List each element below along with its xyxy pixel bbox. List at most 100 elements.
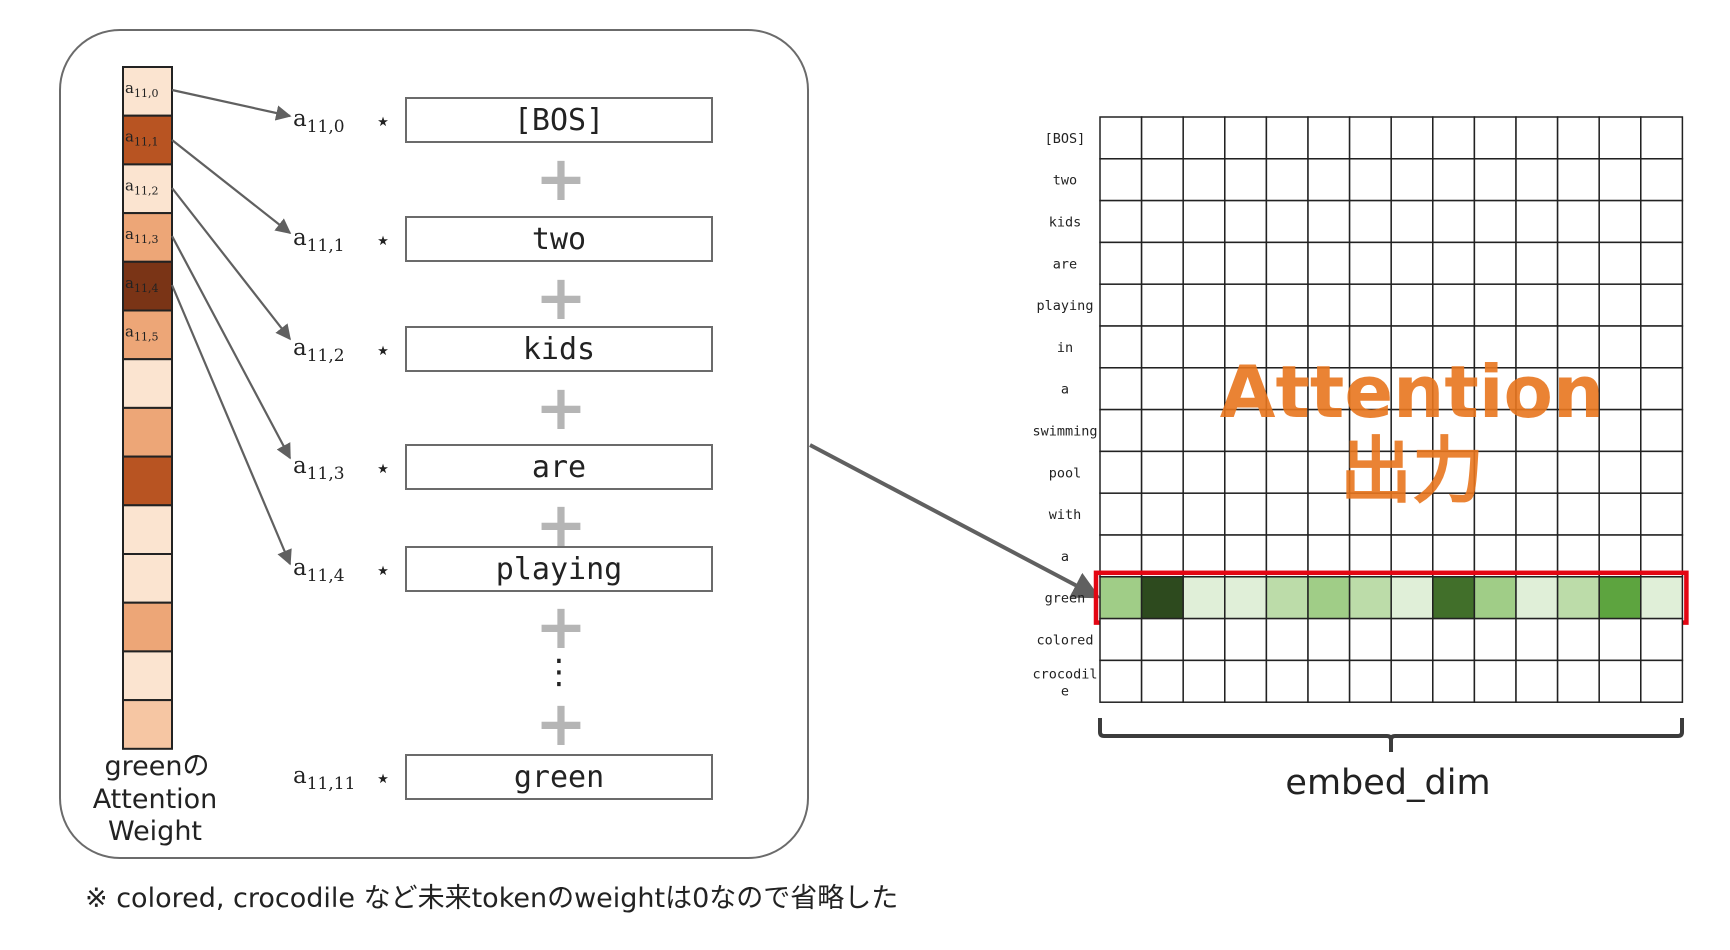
weight-cell: [122, 455, 173, 507]
output-row-cell-highlight: [1140, 576, 1184, 620]
grid-cell: [1265, 492, 1309, 536]
grid-cell: [1598, 492, 1642, 536]
grid-cell: [1265, 199, 1309, 244]
grid-cell: [1099, 617, 1143, 662]
weight-cell: [122, 163, 173, 215]
grid-cell: [1182, 241, 1226, 285]
grid-cell: [1390, 450, 1434, 494]
vertical-ellipsis: ⋮: [542, 652, 576, 692]
plus-operator: +: [535, 261, 587, 334]
grid-cell: [1140, 241, 1184, 285]
weight-cell: [122, 699, 173, 750]
weight-pointer-arrow: [170, 284, 292, 566]
grid-cell: [1556, 367, 1600, 411]
grid-cell: [1182, 534, 1226, 578]
grid-cell: [1348, 534, 1392, 578]
grid-cell: [1390, 408, 1434, 453]
token-box: [405, 216, 713, 262]
output-row-cell-highlight: [1348, 576, 1392, 620]
grid-cell: [1598, 158, 1642, 202]
row-token-label: in: [1057, 340, 1073, 356]
grid-cell: [1265, 283, 1309, 327]
grid-cell: [1432, 492, 1476, 536]
grid-cell: [1307, 408, 1351, 453]
grid-cell: [1556, 534, 1600, 578]
output-row-cell-highlight: [1099, 576, 1143, 620]
grid-cell: [1099, 408, 1143, 453]
row-token-label: are: [1053, 256, 1077, 272]
row-token-label: swimming: [1032, 424, 1097, 440]
weight-pointer-arrow: [171, 235, 291, 460]
weight-cell: [122, 601, 173, 653]
grid-cell: [1390, 158, 1434, 202]
output-row-cell-highlight: [1224, 576, 1268, 620]
grid-cell: [1515, 325, 1559, 369]
multiply-operator: ⋆: [375, 764, 391, 794]
grid-cell: [1432, 367, 1476, 411]
weight-cell: [122, 114, 173, 166]
grid-cell: [1640, 241, 1684, 285]
grid-cell: [1224, 659, 1268, 703]
weight-caption-line-3: Weight: [108, 816, 202, 847]
grid-cell: [1515, 534, 1559, 578]
row-token-label: a: [1061, 382, 1069, 398]
grid-cell: [1265, 534, 1309, 578]
row-token-label: two: [1053, 173, 1077, 189]
row-token-label: [BOS]: [1045, 131, 1086, 147]
plus-operator: +: [535, 590, 587, 663]
grid-cell: [1556, 283, 1600, 327]
grid-cell: [1640, 450, 1684, 494]
grid-cell: [1348, 158, 1392, 202]
overlay-title-line-1: Attention: [1220, 350, 1604, 434]
token-box: [405, 754, 713, 800]
grid-cell: [1182, 283, 1226, 327]
grid-cell: [1432, 199, 1476, 244]
row-token-label: with: [1049, 507, 1082, 523]
grid-cell: [1473, 116, 1517, 160]
grid-cell: [1265, 659, 1309, 703]
grid-cell: [1556, 241, 1600, 285]
grid-cell: [1099, 534, 1143, 578]
grid-cell: [1432, 659, 1476, 703]
token-box: [405, 546, 713, 592]
row-token-label: playing: [1037, 298, 1094, 314]
token-box: [405, 326, 713, 372]
grid-cell: [1515, 283, 1559, 327]
grid-cell: [1432, 283, 1476, 327]
grid-cell: [1348, 617, 1392, 662]
grid-cell: [1307, 283, 1351, 327]
grid-cell: [1182, 199, 1226, 244]
grid-cell: [1432, 241, 1476, 285]
grid-cell: [1140, 158, 1184, 202]
grid-cell: [1640, 408, 1684, 453]
grid-cell: [1640, 116, 1684, 160]
plus-operator: +: [535, 371, 587, 444]
output-row-cell-highlight: [1390, 576, 1434, 620]
grid-cell: [1640, 199, 1684, 244]
grid-cell: [1348, 283, 1392, 327]
grid-cell: [1515, 617, 1559, 662]
grid-cell: [1182, 367, 1226, 411]
grid-cell: [1099, 659, 1143, 703]
grid-cell: [1307, 158, 1351, 202]
embed-dim-label: embed_dim: [1285, 763, 1490, 803]
grid-cell: [1390, 492, 1434, 536]
grid-cell: [1598, 534, 1642, 578]
grid-cell: [1265, 450, 1309, 494]
grid-cell: [1348, 492, 1392, 536]
grid-cell: [1140, 199, 1184, 244]
grid-cell: [1432, 617, 1476, 662]
grid-cell: [1390, 325, 1434, 369]
grid-cell: [1515, 450, 1559, 494]
grid-cell: [1473, 199, 1517, 244]
grid-cell: [1307, 450, 1351, 494]
grid-cell: [1140, 408, 1184, 453]
multiply-operator: ⋆: [375, 107, 391, 137]
grid-cell: [1640, 283, 1684, 327]
weight-caption-line-2: Attention: [93, 784, 218, 815]
grid-cell: [1432, 116, 1476, 160]
overlay-title-line-2: 出力: [1340, 429, 1484, 513]
grid-cell: [1640, 617, 1684, 662]
grid-cell: [1598, 283, 1642, 327]
